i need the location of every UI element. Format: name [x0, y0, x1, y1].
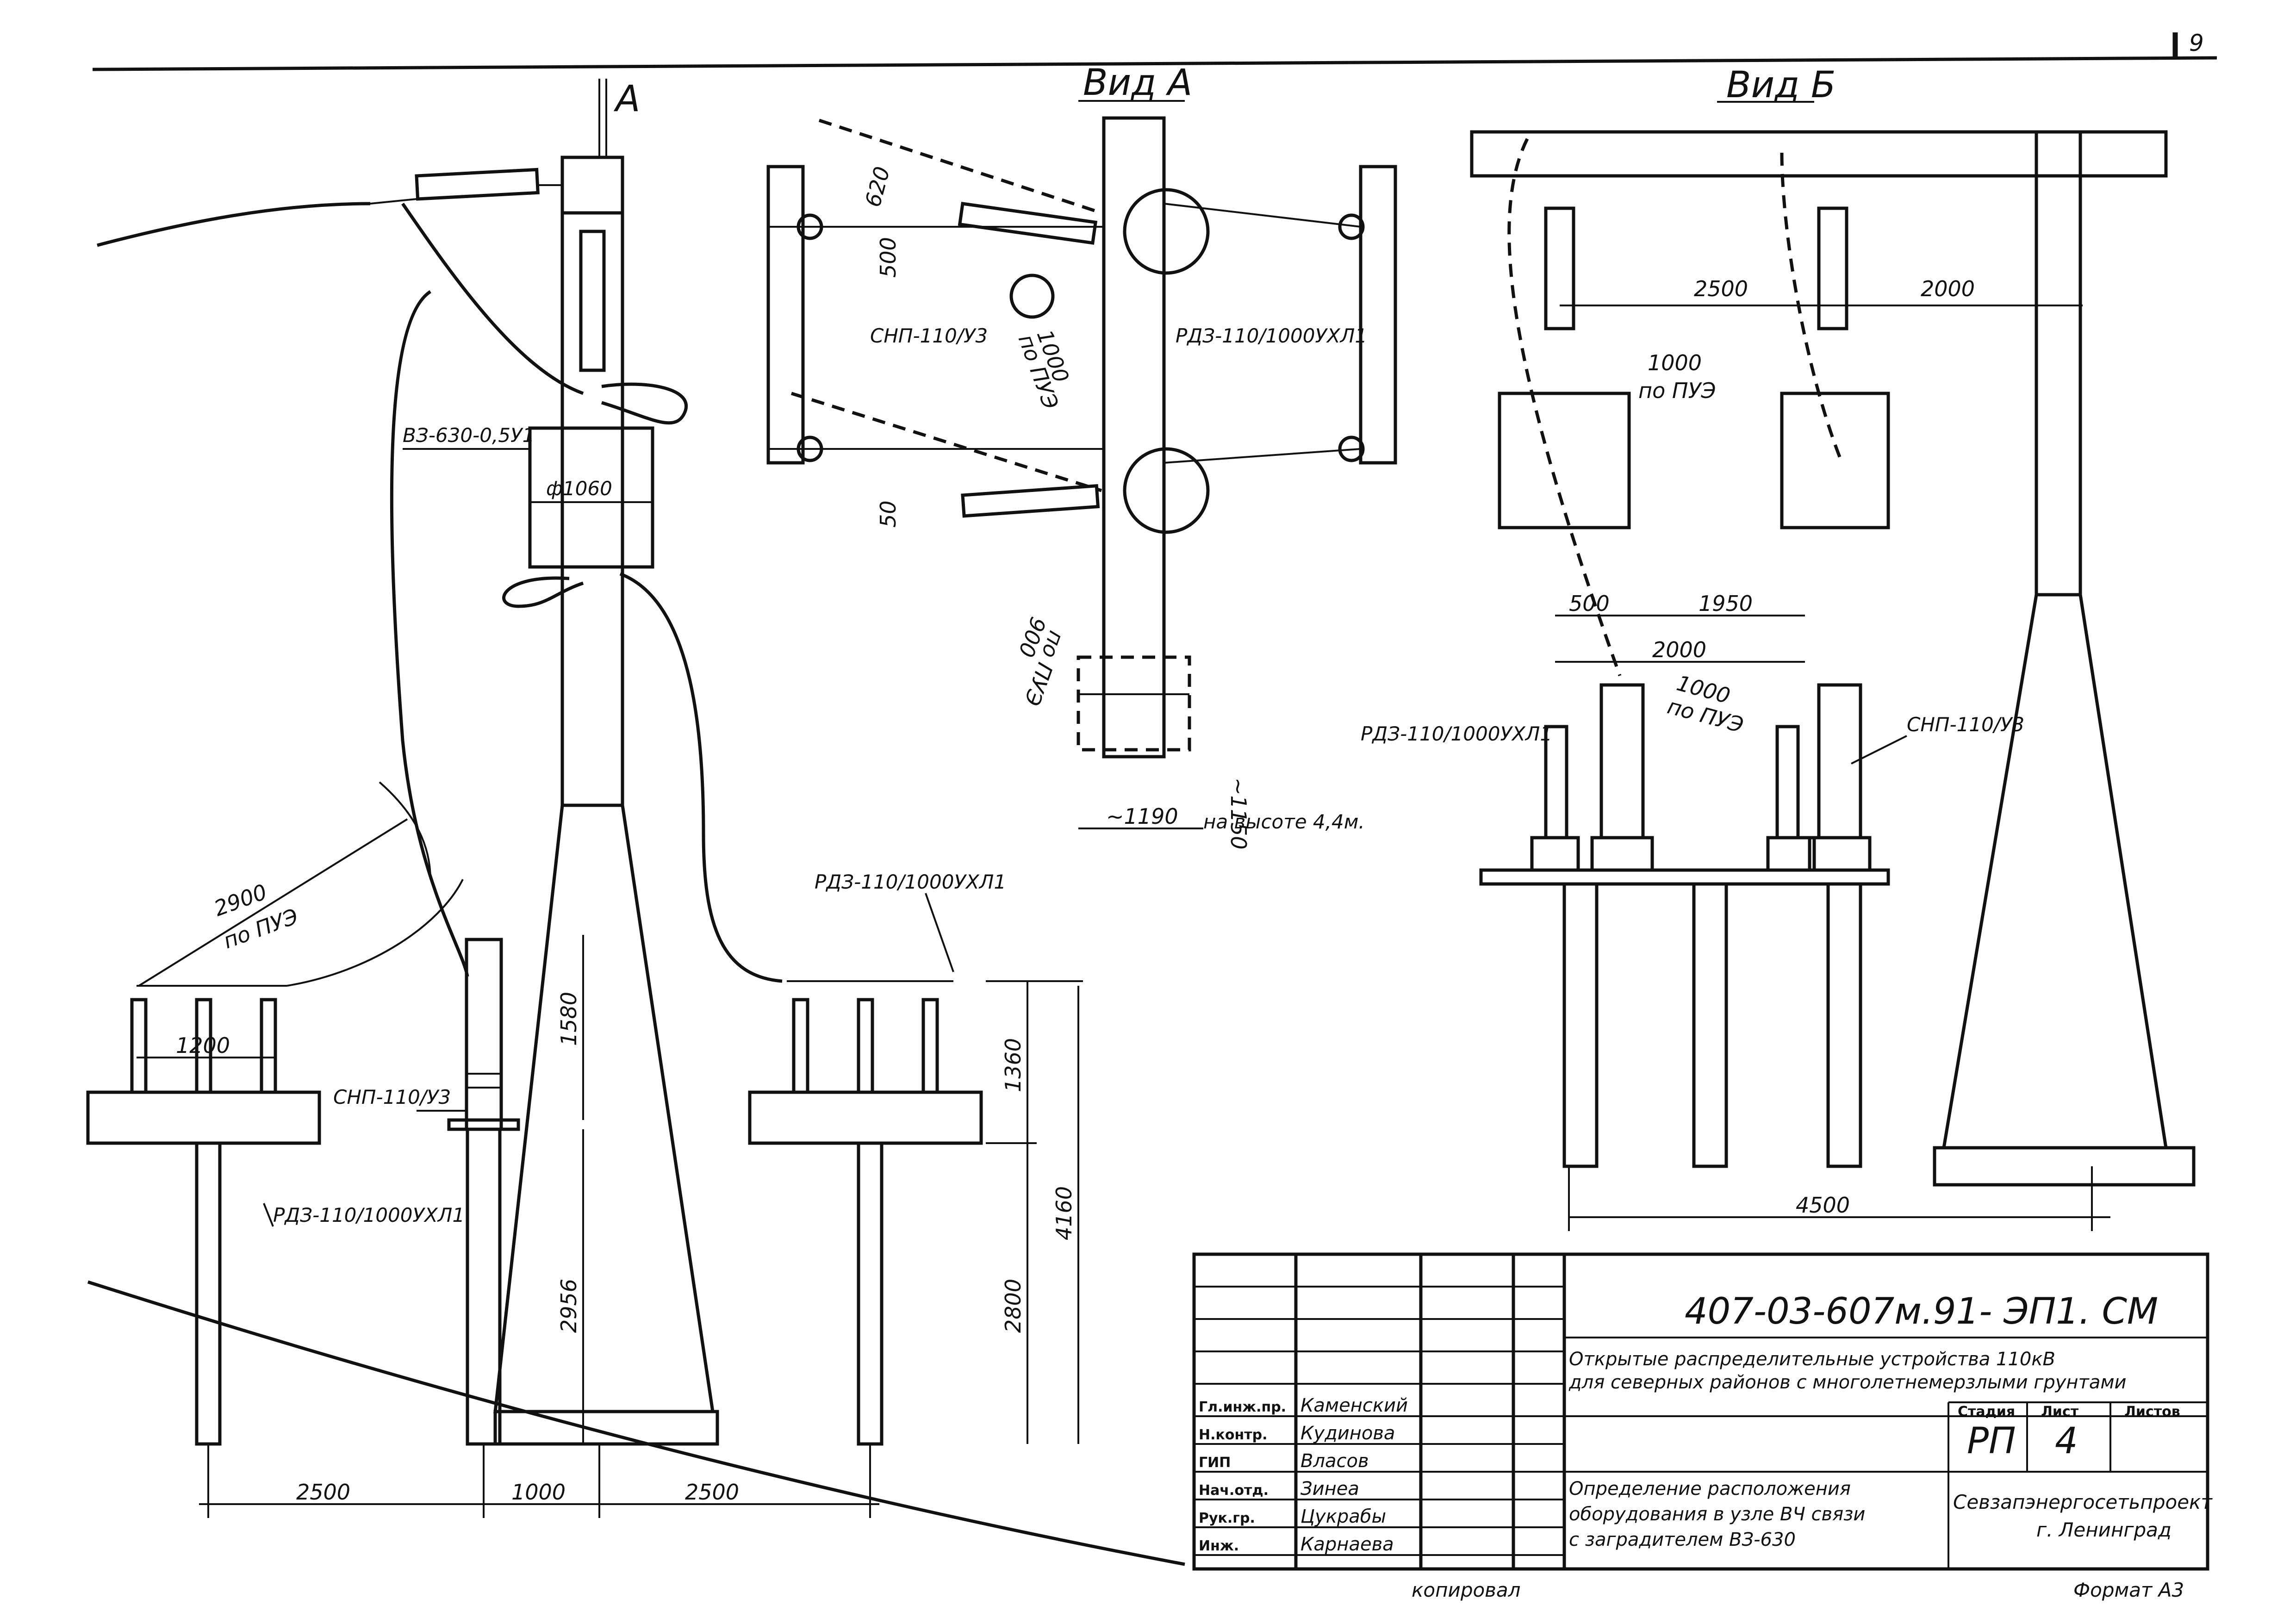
view-b: Вид Б 2500 2000 1000 по ПУЭ 500: [1361, 64, 2196, 1231]
view-b-1000-note: по ПУЭ: [1638, 378, 1716, 403]
arrester-body: [465, 938, 503, 1131]
staff-name-1: Кудинова: [1300, 1423, 1395, 1444]
dim-1360: 1360: [1001, 1038, 1026, 1092]
dim-1200: 1200: [176, 1033, 230, 1058]
view-a-foundation: [1076, 655, 1191, 752]
drawing-line2: оборудования в узле ВЧ связи: [1569, 1504, 1865, 1525]
view-b-1000: 1000: [1648, 350, 1702, 375]
staff-name-5: Карнаева: [1300, 1534, 1394, 1555]
doc-code: 407-03-607м.91- ЭП1. СМ: [1685, 1291, 2158, 1332]
snp-label: СНП-110/У3: [333, 1086, 451, 1108]
rdz-right-label: РДЗ-110/1000УХЛ1: [815, 871, 1006, 893]
staff-name-4: Цукрабы: [1300, 1506, 1386, 1527]
central-tower-base: [493, 803, 715, 1413]
dim-2956: 2956: [556, 1279, 581, 1333]
central-foundation: [493, 1410, 719, 1446]
disconnector-left: [86, 985, 321, 1446]
dim-2900-line: [138, 818, 408, 987]
stage-header: Стадия: [1958, 1404, 2015, 1420]
rdz-left-label: РДЗ-110/1000УХЛ1: [273, 1204, 465, 1226]
view-a-500: 500: [876, 237, 901, 278]
view-b-2000: 2000: [1921, 276, 1975, 301]
staff-role-3: Нач.отд.: [1199, 1482, 1269, 1499]
title-line2: для северных районов с многолетнемерзлым…: [1568, 1372, 2127, 1393]
view-a-title: Вид А: [1083, 62, 1192, 104]
staff-name-2: Власов: [1300, 1450, 1369, 1472]
trap-top-box: [560, 156, 624, 215]
dim-1580: 1580: [556, 992, 581, 1046]
view-b-trap-right: [1780, 392, 1890, 529]
staff-role-2: ГИП: [1199, 1455, 1231, 1471]
view-a-height-note: на высоте 4,4м.: [1203, 810, 1365, 833]
staff-role-1: Н.контр.: [1199, 1427, 1267, 1443]
view-a-620: 620: [860, 164, 895, 210]
vz-label: ВЗ-630-0,5У1: [403, 424, 535, 447]
view-b-2500: 2500: [1694, 276, 1748, 301]
sheet-header: Лист: [2041, 1404, 2079, 1420]
overhead-conductor: [97, 202, 371, 247]
dim-1000: 1000: [511, 1480, 566, 1505]
staff-role-5: Инж.: [1199, 1538, 1239, 1554]
trap-diameter: ф1060: [546, 477, 612, 500]
view-a-50: 50: [876, 500, 901, 528]
dim-2500-right: 2500: [685, 1480, 739, 1505]
org-line2: г. Ленинград: [2036, 1518, 2172, 1541]
sheet-number: 9: [2189, 30, 2204, 56]
line-trap-insulator: [579, 230, 606, 372]
staff-role-4: Рук.гр.: [1199, 1510, 1255, 1526]
tension-insulator: [415, 168, 540, 201]
arrow-label-a: А: [613, 78, 640, 120]
title-line1: Открытые распределительные устройства 11…: [1569, 1349, 2055, 1370]
line-trap-body: [528, 426, 654, 569]
view-b-4500: 4500: [1796, 1193, 1850, 1218]
main-elevation: А ф1060 ВЗ-630-0,5У1 СНП-110/У3: [86, 78, 1083, 1518]
org-line1: Севзапэнергосетьпроект: [1953, 1491, 2213, 1513]
view-a-1150: ~1150: [1226, 778, 1251, 850]
view-b-500: 500: [1569, 591, 1610, 616]
drawing-line3: с заградителем ВЗ-630: [1569, 1529, 1796, 1550]
stage-value: РП: [1967, 1420, 2016, 1462]
snp-b-label: СНП-110/У3: [1907, 713, 2024, 736]
format-label: Формат А3: [2073, 1579, 2184, 1601]
view-a: Вид А 620 500 1000 по ПУЭ 900 по ПУЭ 50 …: [766, 62, 1397, 850]
rdz-a-label: РДЗ-110/1000УХЛ1: [1176, 324, 1367, 347]
dim-2500-left: 2500: [296, 1480, 350, 1505]
staff-name-0: Каменский: [1300, 1395, 1408, 1416]
title-block: 407-03-607м.91- ЭП1. СМ Открытые распред…: [1192, 1252, 2213, 1601]
frame-top-line: [92, 56, 2217, 71]
disconnector-right: [748, 980, 983, 1446]
view-b-portal-base: [1941, 593, 2168, 1150]
view-a-1190: ~1190: [1106, 804, 1178, 829]
drawing-line1: Определение расположения: [1569, 1478, 1851, 1500]
view-b-trap-left: [1498, 392, 1631, 529]
staff-name-3: Зинеа: [1300, 1478, 1359, 1500]
view-b-1950: 1950: [1699, 591, 1753, 616]
view-b-title: Вид Б: [1726, 64, 1836, 106]
snp-a-label: СНП-110/У3: [870, 324, 988, 347]
copied-by: копировал: [1412, 1579, 1521, 1601]
rdz-b-label: РДЗ-110/1000УХЛ1: [1361, 722, 1552, 745]
dim-4160: 4160: [1052, 1186, 1076, 1240]
staff-role-0: Гл.инж.пр.: [1199, 1399, 1286, 1415]
view-b-2000-low: 2000: [1652, 637, 1706, 662]
dim-2800: 2800: [1001, 1279, 1026, 1333]
sheet-value: 4: [2055, 1420, 2078, 1462]
sheets-header: Листов: [2124, 1404, 2180, 1420]
